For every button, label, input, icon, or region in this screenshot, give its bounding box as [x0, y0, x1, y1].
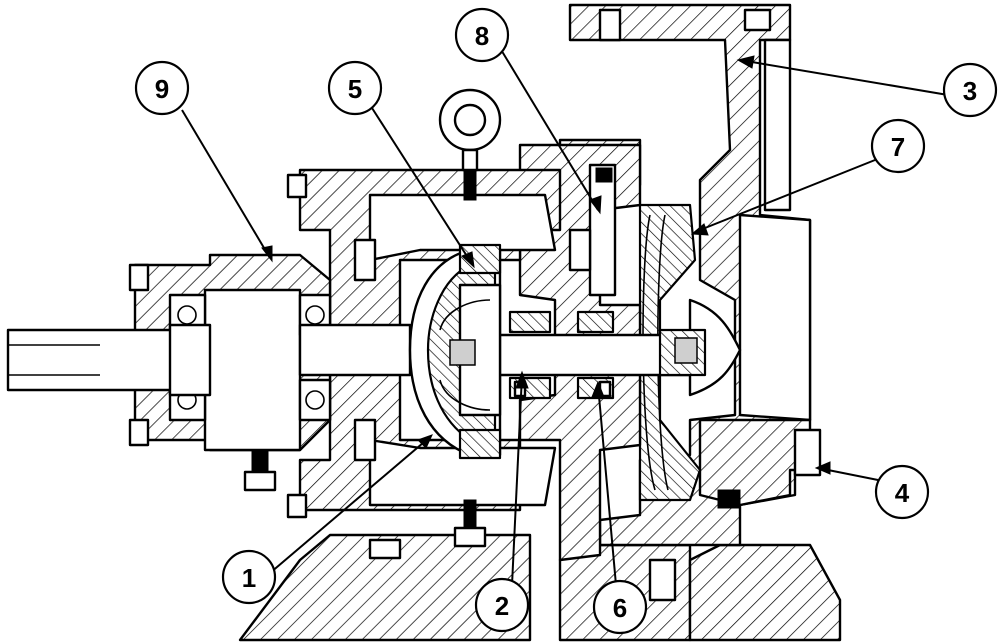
leader-9	[181, 109, 271, 259]
callout-4: 4	[874, 464, 930, 520]
callout-4-label: 4	[895, 478, 910, 508]
callout-9: 9	[134, 60, 190, 116]
callout-5: 5	[327, 60, 383, 116]
callout-2: 2	[474, 577, 530, 633]
leader-8	[499, 47, 599, 211]
volute-casing	[558, 3, 822, 547]
callout-1-label: 1	[242, 563, 256, 593]
callout-7: 7	[870, 118, 926, 174]
arrowhead-6	[591, 380, 605, 398]
callout-1: 1	[221, 549, 277, 605]
callout-3: 3	[942, 62, 998, 118]
magnetic-coupling	[408, 243, 502, 460]
arrowhead-9	[261, 245, 273, 263]
callout-5-label: 5	[348, 74, 362, 104]
leader-6	[597, 384, 617, 586]
leader-1	[269, 436, 431, 574]
callout-8: 8	[454, 7, 510, 63]
callout-2-label: 2	[495, 591, 509, 621]
leader-3	[739, 59, 949, 96]
arrowhead-1	[417, 434, 433, 449]
arrowhead-5	[461, 251, 475, 269]
callout-6: 6	[592, 579, 648, 635]
base-feet	[238, 533, 842, 642]
lifting-eye	[438, 88, 502, 548]
arrowhead-3	[736, 55, 755, 69]
bushings	[508, 310, 615, 400]
drive-shaft	[6, 323, 707, 397]
callout-8-label: 8	[475, 21, 489, 51]
callout-6-label: 6	[613, 593, 627, 623]
arrowhead-7	[690, 223, 709, 236]
callout-3-label: 3	[963, 76, 977, 106]
arrowhead-4	[814, 461, 831, 475]
arrowhead-2	[515, 370, 529, 389]
callout-9-label: 9	[155, 74, 169, 104]
leader-7	[694, 157, 881, 233]
arrowhead-8	[589, 195, 602, 215]
leader-lines	[181, 47, 949, 586]
callout-7-label: 7	[891, 132, 905, 162]
leader-2	[511, 374, 523, 586]
leader-5	[371, 107, 473, 265]
